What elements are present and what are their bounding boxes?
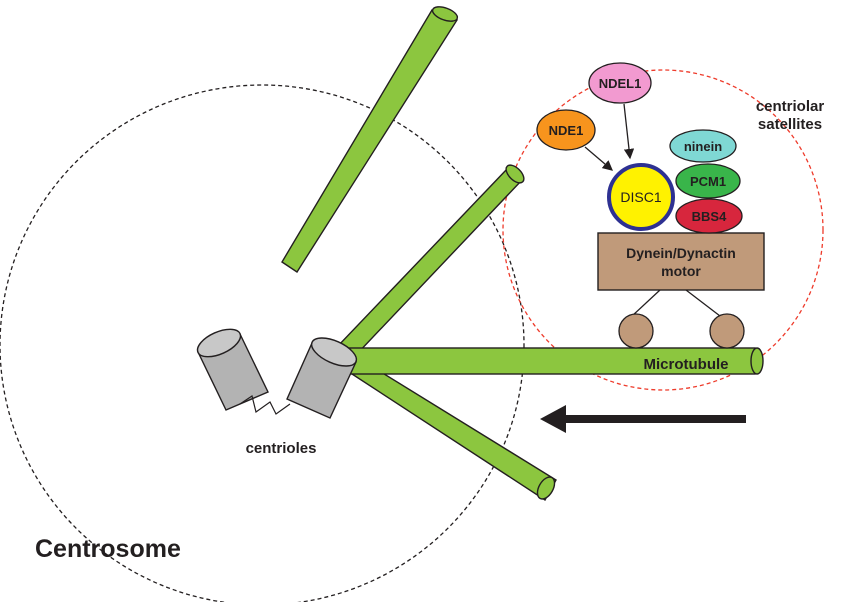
ndel1-protein xyxy=(588,62,652,104)
motor-label-line2: motor xyxy=(661,263,701,279)
microtubule-upper-free xyxy=(281,6,459,273)
centriole-left xyxy=(196,328,269,411)
microtubule-lower xyxy=(350,363,557,501)
microtubule-horizontal xyxy=(344,347,764,375)
bbs4-label: BBS4 xyxy=(692,209,727,224)
satellites-label-line1: centriolar xyxy=(756,98,825,115)
motor-foot-right xyxy=(709,313,745,349)
centrioles-label: centrioles xyxy=(246,440,317,457)
disc1-label: DISC1 xyxy=(620,189,661,205)
ndel1-to-disc1-arrow xyxy=(623,103,635,160)
nde1-to-disc1-arrow xyxy=(584,146,613,171)
centrosome-boundary xyxy=(0,84,525,602)
nde1-label: NDE1 xyxy=(549,123,584,138)
nde1-protein xyxy=(536,109,596,151)
motor-leg-left xyxy=(631,289,661,317)
motor-leg-right xyxy=(685,289,721,317)
motor-label-line1: Dynein/Dynactin xyxy=(626,245,736,261)
microtubule-diagonal xyxy=(335,164,525,357)
centriole-linker xyxy=(239,395,291,415)
centrosome-label: Centrosome xyxy=(35,535,181,563)
satellite-boundary xyxy=(502,69,824,391)
microtubule-label: Microtubule xyxy=(644,356,729,373)
pcm1-label: PCM1 xyxy=(690,174,726,189)
minus-end-direction-arrow xyxy=(540,405,746,433)
dynein-dynactin-motor xyxy=(597,232,765,291)
ninein-label: ninein xyxy=(684,139,722,154)
satellites-label-line2: satellites xyxy=(758,116,822,133)
ninein-protein xyxy=(669,129,737,163)
pcm1-protein xyxy=(675,163,741,199)
motor-foot-left xyxy=(618,313,654,349)
centriole-right xyxy=(286,337,358,419)
disc1-protein xyxy=(607,163,675,231)
bbs4-protein xyxy=(675,198,743,234)
ndel1-label: NDEL1 xyxy=(599,76,642,91)
